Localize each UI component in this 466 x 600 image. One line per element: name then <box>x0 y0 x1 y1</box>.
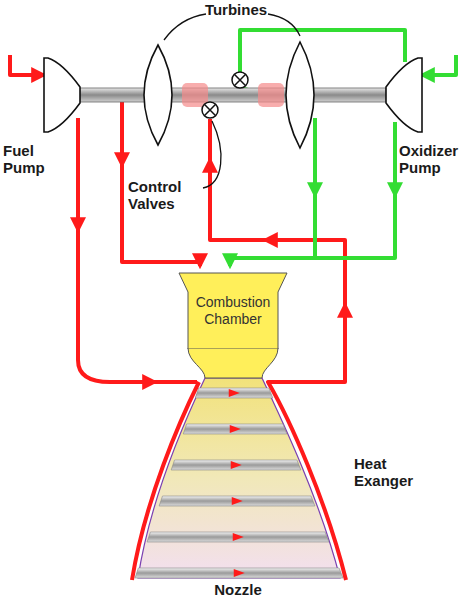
heat-exchanger-band <box>147 532 329 542</box>
shaft <box>80 88 386 102</box>
flow-arrow <box>230 425 241 433</box>
oxidizer-pump <box>386 58 422 132</box>
control-valve <box>232 72 248 88</box>
oxidizer-turbine <box>286 42 314 148</box>
chamber-throat <box>188 348 278 378</box>
heat-exchanger-band <box>135 568 343 578</box>
pump-label: Fuel Pump <box>3 142 49 177</box>
coupling <box>182 83 208 107</box>
fuel-pump <box>44 58 80 132</box>
nozzle <box>138 378 340 578</box>
pump-label: Oxidizer Pump <box>399 142 463 177</box>
heat-exchanger-band <box>195 388 272 398</box>
heat-exchanger-band <box>183 424 287 434</box>
heat-exchanger-band <box>171 460 301 470</box>
combustion-chamber: Combustion Chamber <box>178 272 288 349</box>
heat-exchanger-bands <box>135 388 343 578</box>
node-text: Combustion Chamber <box>178 272 288 334</box>
chamber-outline <box>178 272 288 349</box>
heat-exchanger-label: Heat Exanger <box>354 455 434 490</box>
leader-lines <box>164 14 300 188</box>
turbine-label: Turbines <box>203 1 269 18</box>
flow-arrow <box>231 461 242 469</box>
flow-arrow <box>232 497 243 505</box>
control-valve <box>202 102 218 118</box>
fuel-turbine <box>144 45 172 145</box>
flow-arrow <box>229 389 240 397</box>
heat-exchanger-band <box>159 496 315 506</box>
coupling <box>258 83 284 107</box>
valve-label: Control Valves <box>128 178 202 213</box>
nozzle-label: Nozzle <box>198 581 278 598</box>
flow-arrow <box>233 533 244 541</box>
flow-arrow <box>234 569 245 577</box>
